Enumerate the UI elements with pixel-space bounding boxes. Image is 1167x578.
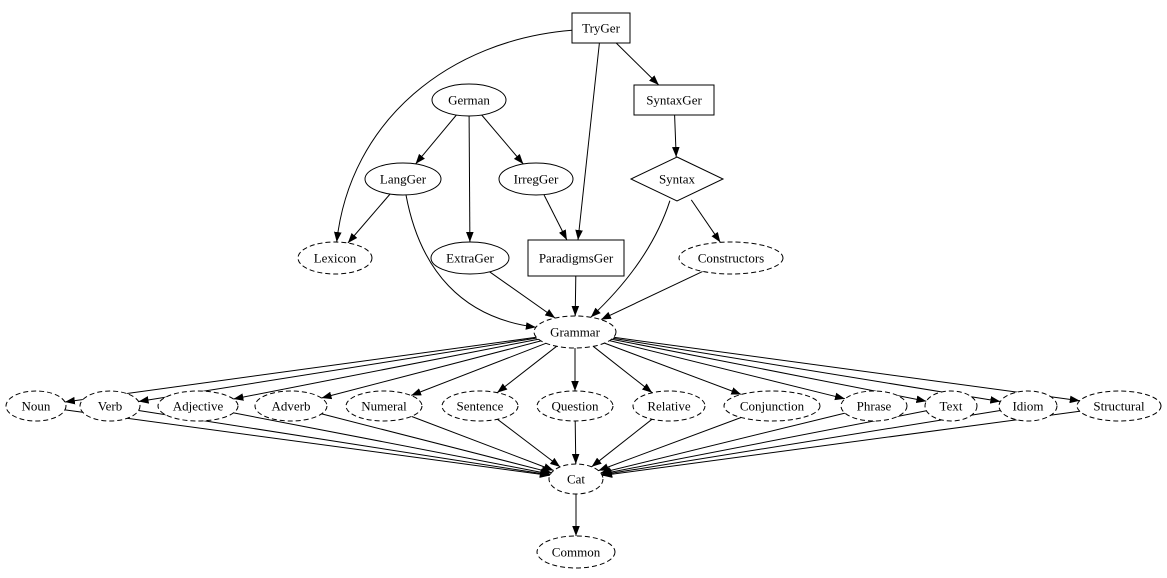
node-label-sentence: Sentence xyxy=(457,399,504,414)
node-constructors xyxy=(678,241,784,275)
edge-german-langger xyxy=(415,114,457,165)
node-grammar xyxy=(533,315,617,349)
edge-german-irregger xyxy=(481,114,524,165)
node-label-grammar: Grammar xyxy=(550,325,600,340)
node-structural xyxy=(1076,390,1162,422)
node-paradigmsger xyxy=(527,239,625,277)
edge-tryger-syntaxger xyxy=(615,42,660,86)
node-cat xyxy=(548,463,604,495)
node-text xyxy=(924,390,978,422)
node-label-verb: Verb xyxy=(98,399,123,414)
node-label-tryger: TryGer xyxy=(582,21,620,36)
edge-constructors-grammar xyxy=(600,270,703,321)
node-label-paradigmsger: ParadigmsGer xyxy=(539,251,614,266)
node-verb xyxy=(79,390,141,422)
edge-grammar-adverb xyxy=(321,340,542,400)
node-common xyxy=(536,535,616,569)
node-label-syntaxger: SyntaxGer xyxy=(646,93,702,108)
node-extrager xyxy=(430,241,510,275)
node-label-structural: Structural xyxy=(1093,399,1145,414)
edge-adjective-cat xyxy=(233,412,551,476)
node-label-question: Question xyxy=(552,399,599,414)
node-adjective xyxy=(157,390,239,422)
edge-grammar-adjective xyxy=(233,338,539,401)
edge-grammar-numeral xyxy=(410,342,547,396)
node-label-conjunction: Conjunction xyxy=(740,399,805,414)
node-label-phrase: Phrase xyxy=(857,399,892,414)
edge-tryger-paradigmsger xyxy=(575,42,600,241)
node-label-common: Common xyxy=(552,545,601,560)
edge-langger-lexicon xyxy=(347,193,391,244)
edge-grammar-verb xyxy=(138,337,538,404)
node-noun xyxy=(5,390,67,422)
node-label-relative: Relative xyxy=(647,399,691,414)
node-label-adjective: Adjective xyxy=(173,399,224,414)
edge-extrager-grammar xyxy=(489,271,556,319)
node-conjunction xyxy=(723,390,821,422)
node-phrase xyxy=(840,390,908,422)
node-label-syntax: Syntax xyxy=(659,172,696,187)
node-label-idiom: Idiom xyxy=(1012,399,1043,414)
edge-grammar-structural xyxy=(613,336,1080,404)
node-label-noun: Noun xyxy=(22,399,51,414)
node-lexicon xyxy=(297,241,373,275)
node-label-langger: LangGer xyxy=(380,172,427,187)
node-irregger xyxy=(498,162,574,196)
node-numeral xyxy=(345,390,423,422)
edge-grammar-conjunction xyxy=(604,342,742,395)
edge-grammar-relative xyxy=(592,345,653,394)
node-label-adverb: Adverb xyxy=(272,399,311,414)
edge-syntax-constructors xyxy=(690,199,721,243)
node-relative xyxy=(632,390,706,422)
edges-layer xyxy=(64,29,1080,536)
node-label-irregger: IrregGer xyxy=(514,172,559,187)
node-idiom xyxy=(998,390,1058,422)
edge-german-extrager xyxy=(466,115,474,243)
node-label-german: German xyxy=(448,93,490,108)
edge-question-cat xyxy=(571,420,580,465)
edge-paradigmsger-grammar xyxy=(571,275,580,317)
edge-structural-cat xyxy=(602,410,1080,478)
edge-phrase-cat xyxy=(600,412,846,475)
edge-adverb-cat xyxy=(321,413,552,474)
node-langger xyxy=(364,162,442,196)
node-label-cat: Cat xyxy=(567,472,585,487)
node-question xyxy=(536,390,614,422)
edge-syntax-grammar xyxy=(590,200,671,318)
edge-sentence-cat xyxy=(497,418,561,468)
edge-relative-cat xyxy=(591,418,653,468)
edge-grammar-sentence xyxy=(496,345,557,393)
edge-noun-cat xyxy=(64,409,550,478)
edge-grammar-noun xyxy=(64,336,537,405)
node-label-numeral: Numeral xyxy=(361,399,407,414)
edge-numeral-cat xyxy=(411,415,554,471)
edge-langger-grammar xyxy=(405,194,536,330)
edge-tryger-lexicon xyxy=(334,29,573,243)
node-adverb xyxy=(254,390,328,422)
node-tryger xyxy=(571,12,631,44)
edge-verb-cat xyxy=(138,410,551,478)
edge-conjunction-cat xyxy=(598,417,742,472)
edge-grammar-idiom xyxy=(612,337,1001,404)
node-label-constructors: Constructors xyxy=(698,251,764,266)
edge-grammar-phrase xyxy=(609,340,846,401)
node-label-text: Text xyxy=(940,399,963,414)
edge-idiom-cat xyxy=(601,410,1001,477)
edge-syntaxger-syntax xyxy=(672,114,680,158)
node-label-lexicon: Lexicon xyxy=(314,251,357,266)
node-label-extrager: ExtraGer xyxy=(446,251,494,266)
node-syntax xyxy=(629,156,725,202)
edge-irregger-paradigmsger xyxy=(543,194,568,241)
node-syntaxger xyxy=(633,84,715,116)
node-german xyxy=(431,83,507,117)
node-sentence xyxy=(441,390,519,422)
